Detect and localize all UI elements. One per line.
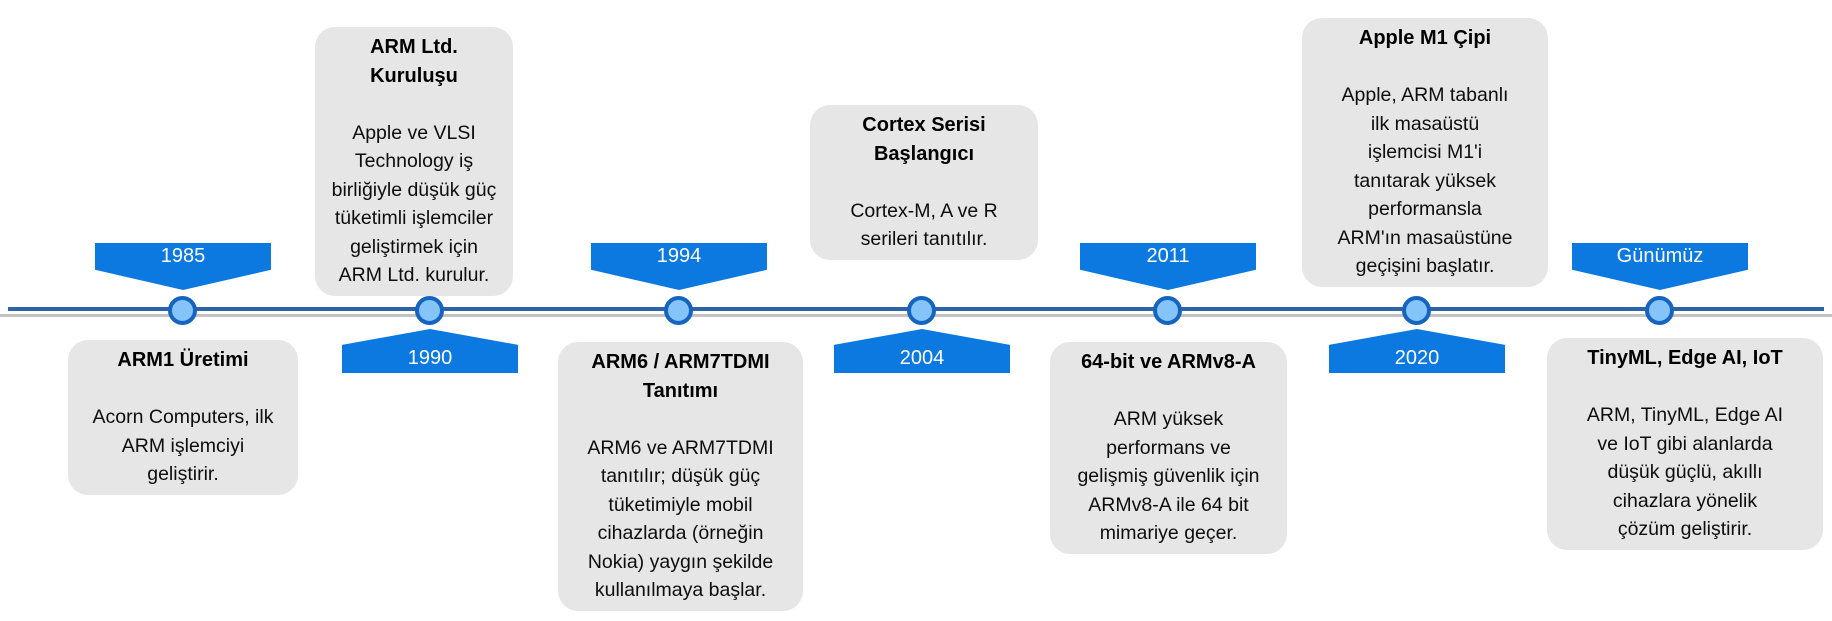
milestone-card-arm-ltd: ARM Ltd. Kuruluşu Apple ve VLSI Technolo… (315, 27, 513, 296)
timeline-node-1990 (415, 296, 444, 325)
year-banner-2020: 2020 (1329, 329, 1505, 373)
milestone-title: Cortex Serisi Başlangıcı (862, 114, 986, 165)
year-label: Günümüz (1616, 245, 1704, 267)
milestone-card-tinyml-edge-ai-iot: TinyML, Edge AI, IoT ARM, TinyML, Edge A… (1547, 338, 1823, 550)
milestone-description: ARM6 ve ARM7TDMI tanıtılır; düşük güç tü… (587, 436, 774, 602)
year-label: 1994 (656, 245, 702, 267)
year-banner-1994: 1994 (591, 243, 767, 290)
year-banner-2011: 2011 (1080, 243, 1256, 290)
timeline-node-1985 (168, 296, 197, 325)
year-label: 2011 (1146, 245, 1190, 267)
year-label: 2004 (899, 347, 945, 369)
milestone-card-apple-m1: Apple M1 Çipi Apple, ARM tabanlı ilk mas… (1302, 18, 1548, 287)
year-banner-1985: 1985 (95, 243, 271, 290)
milestone-title: Apple M1 Çipi (1358, 27, 1492, 49)
timeline-node-2004 (907, 296, 936, 325)
year-label: 2020 (1394, 347, 1440, 369)
timeline-node-gunumuz (1645, 296, 1674, 325)
milestone-description: ARM, TinyML, Edge AI ve IoT gibi alanlar… (1586, 404, 1784, 540)
milestone-card-arm1: ARM1 Üretimi Acorn Computers, ilk ARM iş… (68, 340, 298, 495)
year-label: 1985 (160, 245, 206, 267)
milestone-title: ARM1 Üretimi (117, 349, 249, 371)
milestone-title: ARM6 / ARM7TDMI Tanıtımı (591, 351, 770, 402)
milestone-description: Cortex-M, A ve R serileri tanıtılır. (850, 199, 998, 251)
year-banner-gunumuz: Günümüz (1572, 243, 1748, 290)
milestone-card-arm6-arm7tdmi: ARM6 / ARM7TDMI Tanıtımı ARM6 ve ARM7TDM… (558, 342, 803, 611)
timeline-node-2011 (1153, 296, 1182, 325)
milestone-card-64bit-armv8a: 64-bit ve ARMv8-A ARM yüksek performans … (1050, 342, 1287, 554)
year-banner-2004: 2004 (834, 329, 1010, 373)
milestone-card-cortex: Cortex Serisi Başlangıcı Cortex-M, A ve … (810, 105, 1038, 260)
milestone-title: ARM Ltd. Kuruluşu (370, 36, 458, 87)
milestone-title: 64-bit ve ARMv8-A (1081, 351, 1256, 373)
milestone-description: Acorn Computers, ilk ARM işlemciyi geliş… (92, 406, 274, 485)
timeline-node-1994 (664, 296, 693, 325)
milestone-description: Apple ve VLSI Technology iş birliğiyle d… (331, 121, 497, 287)
milestone-description: Apple, ARM tabanlı ilk masaüstü işlemcis… (1337, 84, 1513, 277)
milestone-title: TinyML, Edge AI, IoT (1587, 347, 1783, 369)
timeline-node-2020 (1402, 296, 1431, 325)
milestone-description: ARM yüksek performans ve gelişmiş güvenl… (1077, 408, 1260, 544)
year-label: 1990 (407, 347, 453, 369)
year-banner-1990: 1990 (342, 329, 518, 373)
